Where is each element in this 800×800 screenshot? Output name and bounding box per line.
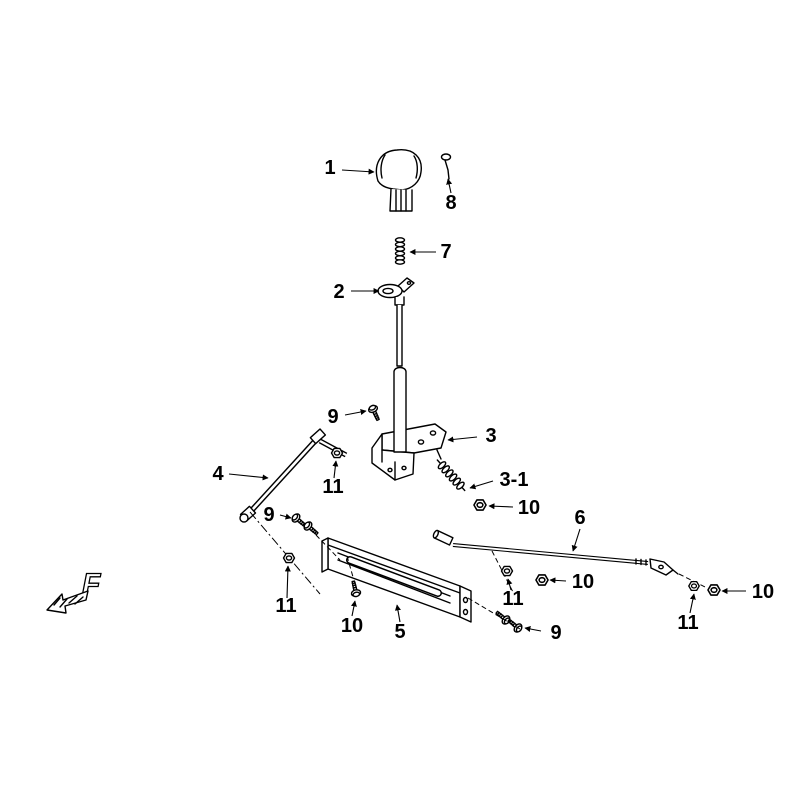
- part-11-nut-b: [282, 552, 296, 564]
- part-1-shift-knob: [375, 149, 422, 212]
- dashline-clevis: [678, 573, 708, 589]
- part-5-mounting-bracket: [321, 537, 472, 623]
- callout-10-d: 10: [341, 615, 363, 637]
- part-11-nut-d: [688, 580, 700, 592]
- leader-9a: [344, 409, 367, 416]
- leader-11a: [332, 460, 339, 479]
- part-11-nut-c: [500, 565, 514, 577]
- callout-10-a: 10: [518, 497, 540, 519]
- leader-5: [394, 604, 401, 623]
- part-2-lever-bushing: [377, 277, 415, 306]
- part-10-nut-c: [707, 584, 721, 596]
- leader-1: [341, 168, 375, 175]
- leader-10a: [488, 503, 514, 510]
- leader-10b: [549, 577, 567, 584]
- callout-6: 6: [574, 507, 585, 529]
- part-10-bolt-d: [348, 579, 362, 599]
- direction-marker: F: [46, 567, 102, 614]
- callout-9-c: 9: [550, 622, 561, 644]
- part-4-link-rod: [239, 428, 348, 523]
- leader-3-1: [469, 480, 494, 490]
- leader-8: [446, 178, 453, 194]
- part-3-1-spring: [436, 459, 466, 492]
- callout-8: 8: [445, 192, 456, 214]
- callout-10-b: 10: [572, 571, 594, 593]
- dashline-bolts-left: [315, 534, 341, 561]
- callout-11-d: 11: [677, 612, 698, 634]
- callout-3: 3: [485, 425, 496, 447]
- callout-9-b: 9: [263, 504, 274, 526]
- leader-3: [447, 436, 478, 443]
- callout-11-a: 11: [322, 476, 343, 498]
- leader-10d: [350, 600, 357, 617]
- leader-11c: [506, 578, 513, 591]
- part-9-bolt-upper: [366, 403, 383, 423]
- callout-labels: 1 8 7 2 9 3 4 3-1 11 10 9 6 10 11 10 11 …: [212, 157, 774, 644]
- part-11-nut-a: [330, 447, 344, 459]
- dashline-bolts-bottom: [467, 597, 521, 630]
- callout-11-c: 11: [502, 588, 523, 610]
- dashline-bolt-10d: [346, 555, 354, 578]
- part-7-spring: [394, 237, 406, 265]
- leader-6: [571, 528, 581, 552]
- callout-9-a: 9: [327, 406, 338, 428]
- part-3-bracket: [371, 423, 447, 481]
- part-9-bolts-left: [289, 511, 321, 538]
- leader-9c: [524, 626, 542, 632]
- callout-7: 7: [440, 241, 451, 263]
- shift-shaft: [393, 366, 407, 453]
- callout-5: 5: [394, 621, 405, 643]
- callout-4: 4: [212, 463, 224, 485]
- leader-11b: [284, 565, 291, 599]
- shift-lever-rod: [396, 304, 403, 367]
- centerline-rod4: [249, 511, 321, 595]
- part-9-bolts-bottom: [493, 608, 525, 635]
- part-10-nut-b: [535, 574, 549, 586]
- leader-11d: [689, 593, 696, 614]
- callout-3-1: 3-1: [500, 469, 529, 491]
- callout-1: 1: [324, 157, 335, 179]
- callout-11-b: 11: [275, 595, 296, 617]
- callout-10-c: 10: [752, 581, 774, 603]
- part-6-control-rod: [432, 529, 679, 576]
- leader-lines: [228, 168, 746, 632]
- leader-4: [228, 473, 269, 481]
- part-8-screw: [440, 153, 452, 180]
- forward-arrow-icon: [46, 590, 89, 614]
- leader-9b: [279, 513, 292, 520]
- callout-2: 2: [333, 281, 344, 303]
- part-10-nut-a: [473, 499, 487, 511]
